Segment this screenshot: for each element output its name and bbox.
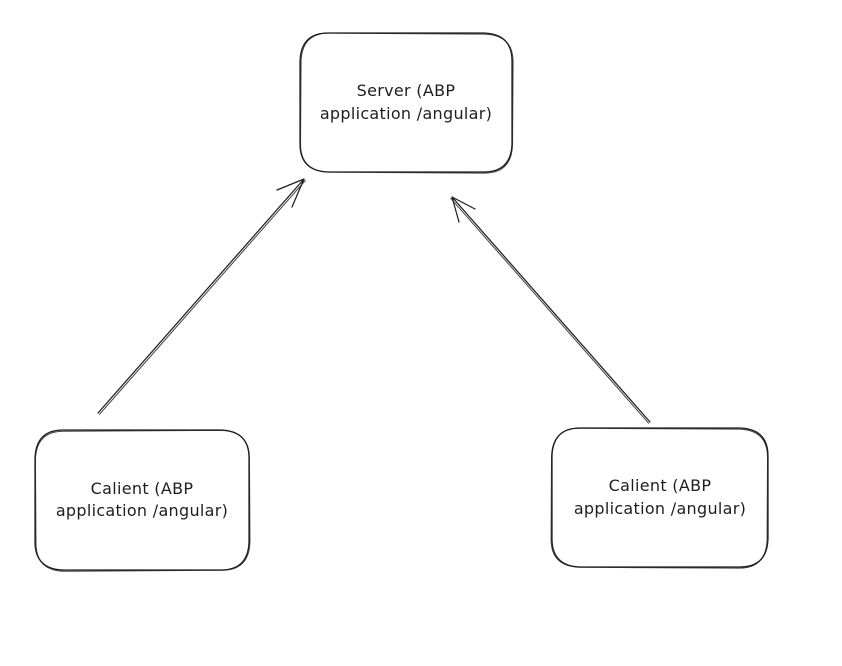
edge-right-arrowhead — [451, 196, 476, 223]
edge-left-arrow — [97, 178, 306, 415]
edge-right-arrow — [450, 196, 651, 424]
client-left-node-shape — [34, 429, 251, 572]
edge-left-arrowhead — [276, 178, 305, 208]
server-node-shape — [299, 32, 514, 174]
client-right-node-shape — [550, 427, 769, 569]
